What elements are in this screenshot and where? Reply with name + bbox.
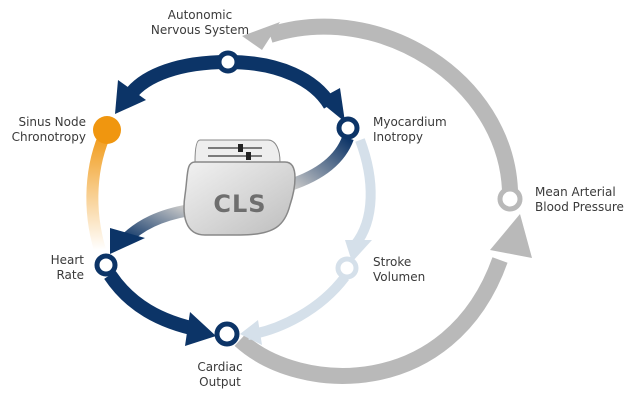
edge-heart-rate-to-cardiac [104, 270, 202, 337]
edge-stroke-to-cardiac [247, 273, 349, 340]
label-line: Volumen [373, 270, 426, 284]
label-stroke: Stroke Volumen [373, 255, 425, 285]
arrowhead-myocardium [318, 88, 345, 122]
node-sinus [93, 116, 121, 144]
edge-autonomic-to-myocardium [227, 55, 336, 109]
label-line: Autonomic [167, 8, 233, 22]
label-map: Mean Arterial Blood Pressure [535, 185, 624, 215]
label-line: Stroke [373, 255, 412, 269]
device-header [194, 139, 281, 163]
label-line: Nervous System [150, 23, 250, 37]
device-label: CLS [213, 190, 267, 218]
label-line: Sinus Node [18, 115, 86, 129]
node-heart-rate [94, 253, 118, 277]
node-map [497, 186, 523, 212]
arrowhead-stroke [345, 240, 372, 262]
cls-device [183, 139, 296, 236]
node-cardiac [214, 321, 240, 347]
edge-device-to-myocardium [288, 135, 354, 191]
arrowhead-cardiac-light [240, 320, 262, 345]
label-myocardium: Myocardium Inotropy [373, 115, 447, 145]
edge-myocardium-to-stroke [350, 138, 376, 249]
label-line: Rate [56, 268, 84, 282]
label-line: Blood Pressure [535, 200, 624, 214]
label-line: Cardiac [197, 360, 243, 374]
arrowhead-heart-rate [110, 228, 145, 254]
arrowhead-sinus [115, 80, 146, 114]
arrowhead-map [490, 214, 532, 258]
label-sinus: Sinus Node Chronotropy [0, 115, 86, 145]
device-body [183, 161, 296, 236]
label-heart-rate: Heart Rate [20, 253, 84, 283]
arrowhead-autonomic [242, 22, 280, 50]
arrowhead-cardiac-dark [185, 312, 216, 346]
label-line: Heart [50, 253, 84, 267]
label-line: Inotropy [373, 130, 423, 144]
label-line: Chronotropy [11, 130, 86, 144]
node-stroke [335, 256, 359, 280]
label-line: Output [199, 375, 241, 389]
label-cardiac: Cardiac Output [170, 360, 270, 390]
edge-map-to-autonomic [267, 18, 518, 191]
edge-sinus-to-heart-rate [86, 127, 113, 252]
edge-autonomic-to-sinus [124, 55, 229, 100]
label-line: Mean Arterial [535, 185, 616, 199]
edge-cardiac-to-map [234, 257, 508, 384]
node-autonomic [216, 50, 240, 74]
node-myocardium [336, 116, 360, 140]
label-autonomic: Autonomic Nervous System [125, 8, 275, 38]
label-line: Myocardium [373, 115, 447, 129]
